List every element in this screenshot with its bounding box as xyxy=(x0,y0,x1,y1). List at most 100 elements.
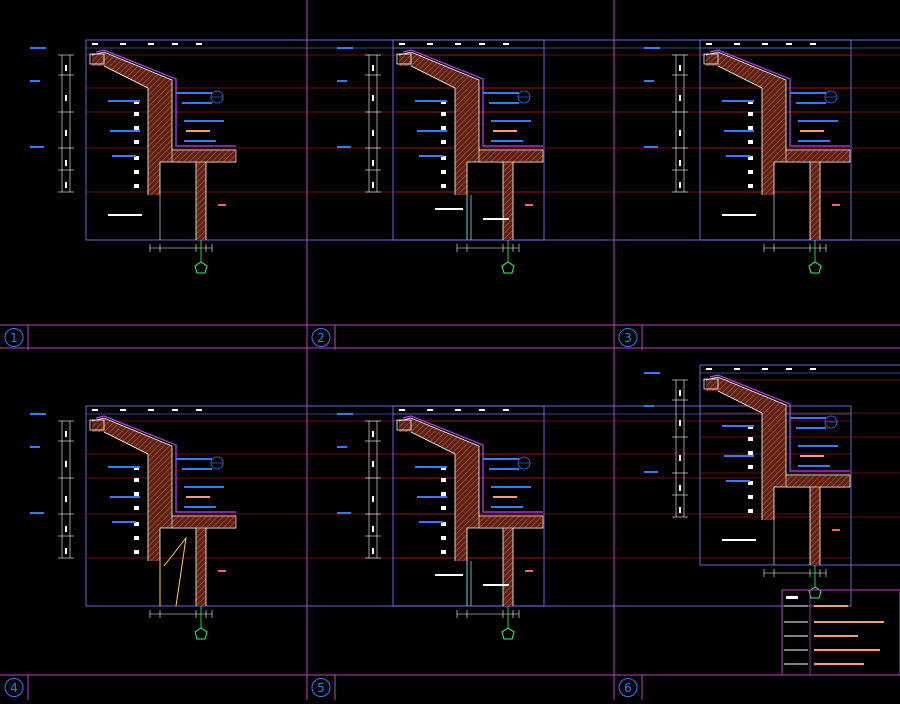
annotation-mark xyxy=(726,480,750,482)
detail-section-5 xyxy=(337,405,852,640)
floor-slab xyxy=(478,149,544,163)
annotation-mark xyxy=(417,496,447,498)
wall-outline-inner xyxy=(717,390,763,520)
top-dimension-text xyxy=(427,409,433,411)
annotation-mark xyxy=(110,130,140,132)
dimension-text xyxy=(65,526,67,532)
top-dimension-text xyxy=(762,43,768,45)
annotation-mark xyxy=(722,100,754,102)
top-dimension-text xyxy=(786,368,792,370)
dimension-text xyxy=(372,496,374,502)
dimension-text xyxy=(65,461,67,467)
anchor-marker xyxy=(748,481,753,485)
anchor-marker xyxy=(441,126,446,130)
anchor-marker xyxy=(134,550,139,554)
parapet-cap xyxy=(396,419,412,431)
top-dimension-text xyxy=(196,409,202,411)
dimension-text xyxy=(372,160,374,166)
annotation-mark xyxy=(110,496,140,498)
concrete-wall xyxy=(92,52,228,240)
dimension-text xyxy=(679,507,681,513)
concrete-wall xyxy=(706,52,842,240)
annotation-mark xyxy=(644,80,654,82)
anchor-marker xyxy=(748,126,753,130)
annotation-mark xyxy=(790,92,826,94)
annotation-mark xyxy=(722,539,756,541)
legend-entry-1 xyxy=(814,621,884,623)
annotation-mark xyxy=(182,468,212,470)
annotation-mark xyxy=(184,140,216,142)
detail-number-label: 5 xyxy=(317,681,325,695)
annotation-mark xyxy=(644,372,660,374)
annotation-mark xyxy=(491,506,523,508)
detail-frame xyxy=(699,364,900,566)
anchor-marker xyxy=(134,492,139,496)
parapet-cap xyxy=(703,53,719,65)
legend-block xyxy=(781,589,900,676)
annotation-mark xyxy=(337,446,347,448)
dimension-text xyxy=(372,130,374,136)
wall-outline-inner xyxy=(410,431,456,561)
detail-number-circle xyxy=(311,328,331,347)
annotation-mark xyxy=(644,471,658,473)
annotation-mark xyxy=(419,155,443,157)
top-dimension-text xyxy=(479,43,485,45)
annotation-mark xyxy=(722,425,754,427)
anchor-marker xyxy=(748,140,753,144)
detail-frame xyxy=(392,405,852,607)
detail-number-label: 3 xyxy=(624,331,632,345)
dimension-text xyxy=(372,431,374,437)
annotation-mark xyxy=(644,47,660,49)
top-dimension-text xyxy=(120,43,126,45)
anchor-marker xyxy=(441,522,446,526)
axis-marker xyxy=(808,586,822,599)
anchor-marker xyxy=(748,184,753,188)
annotation-mark xyxy=(798,445,838,447)
anchor-marker xyxy=(134,478,139,482)
dimension-text xyxy=(679,390,681,396)
floor-slab xyxy=(785,149,851,163)
anchor-marker xyxy=(134,170,139,174)
annotation-mark xyxy=(798,465,830,467)
wall-outline-inner xyxy=(717,65,763,195)
axis-marker xyxy=(808,261,822,274)
annotation-mark xyxy=(415,100,447,102)
annotation-mark xyxy=(30,80,40,82)
anchor-marker xyxy=(134,112,139,116)
annotation-mark xyxy=(483,458,519,460)
annotation-mark xyxy=(489,102,519,104)
annotation-mark xyxy=(186,130,210,132)
anchor-marker xyxy=(441,156,446,160)
annotation-mark xyxy=(832,204,840,206)
waterproof-layer xyxy=(402,49,543,147)
dimension-text xyxy=(679,65,681,71)
annotation-mark xyxy=(493,130,517,132)
detail-number-circle xyxy=(4,328,24,347)
anchor-marker xyxy=(134,522,139,526)
dimension-text xyxy=(372,526,374,532)
dimension-text xyxy=(679,420,681,426)
detail-number-circle xyxy=(4,678,24,697)
dimension-text xyxy=(65,182,67,188)
annotation-mark xyxy=(30,413,46,415)
floor-slab xyxy=(478,515,544,529)
wall-outline-inner xyxy=(410,65,456,195)
top-dimension-text xyxy=(92,409,98,411)
top-dimension-text xyxy=(734,368,740,370)
annotation-mark xyxy=(184,506,216,508)
annotation-mark xyxy=(800,130,824,132)
dimension-text xyxy=(65,160,67,166)
dimension-text xyxy=(679,160,681,166)
anchor-marker xyxy=(441,550,446,554)
annotation-mark xyxy=(493,496,517,498)
axis-marker xyxy=(501,627,515,640)
top-dimension-text xyxy=(810,43,816,45)
anchor-marker xyxy=(134,536,139,540)
dimension-text xyxy=(65,431,67,437)
annotation-mark xyxy=(435,574,463,576)
annotation-mark xyxy=(30,446,40,448)
annotation-mark xyxy=(108,100,140,102)
